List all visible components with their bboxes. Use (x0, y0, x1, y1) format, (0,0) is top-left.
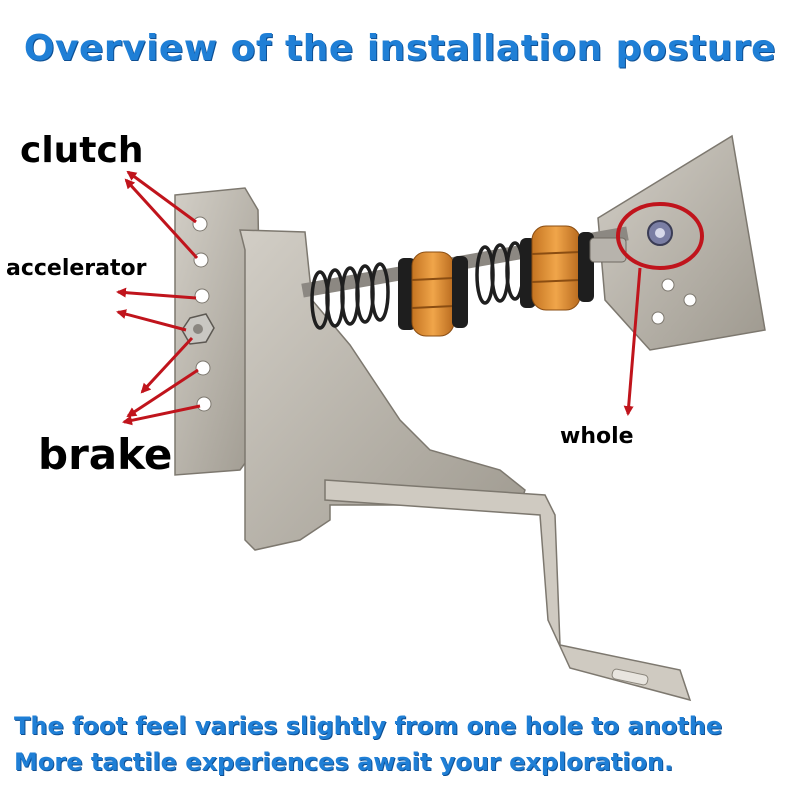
clutch-arrows (124, 170, 199, 260)
adjustment-holes (192, 216, 212, 412)
damper-left (398, 251, 468, 337)
clutch-label: clutch (20, 130, 144, 171)
pivot-bushing (589, 237, 627, 263)
hole-5 (195, 360, 211, 376)
damper-right (520, 225, 594, 311)
pivot-hole (651, 311, 665, 325)
hole-1 (192, 216, 208, 232)
pivot-plate (597, 134, 766, 351)
brake-arrows (122, 336, 201, 426)
mount-strip (324, 479, 692, 702)
spring-left (310, 262, 390, 330)
brake-label: brake (38, 430, 173, 479)
strip-slot (611, 668, 649, 686)
caption-line-1: The foot feel varies slightly from one h… (14, 712, 723, 740)
whole-circle (616, 202, 704, 270)
pivot-hole (683, 293, 697, 307)
whole-indicator (616, 202, 704, 416)
hole-6 (196, 396, 212, 412)
hole-3 (194, 288, 210, 304)
accelerator-label: accelerator (6, 256, 147, 281)
accelerator-arrows (116, 287, 197, 332)
pivot-hole (661, 278, 675, 292)
whole-arrow (623, 267, 642, 416)
page-title: Overview of the installation posture (23, 28, 777, 69)
whole-label: whole (560, 424, 634, 449)
caption-line-2: More tactile experiences await your expl… (14, 748, 674, 776)
